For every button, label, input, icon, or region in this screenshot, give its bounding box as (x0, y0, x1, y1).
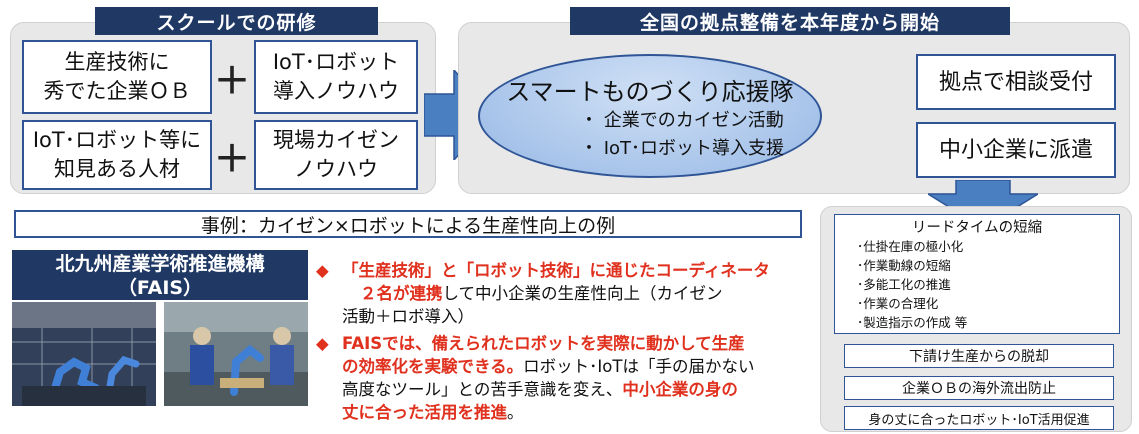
lead-item: ･作業の合理化 (857, 296, 939, 311)
bullet-2-red-text-4: 丈に合った活用を推進 (342, 403, 507, 422)
factory-photo-2 (164, 302, 308, 406)
smart-support-team-title: スマートものづくり応援隊 (506, 78, 794, 106)
result-subcontract-exit: 下請け生産からの脱却 (844, 344, 1114, 368)
bullet-1-text-2: 活動＋ロボ導入） (342, 307, 474, 326)
lead-item: ･仕掛在庫の極小化 (857, 239, 964, 254)
box-iot-talent: IoT･ロボット等に 知見ある人材 (22, 120, 212, 190)
factory-photo-1 (12, 302, 156, 406)
plus-sign-2: ＋ (214, 139, 251, 180)
box-kaizen-knowhow: 現場カイゼン ノウハウ (254, 120, 418, 190)
bullet-2-end: 。 (507, 403, 524, 422)
org-name: 北九州産業学術推進機構 （FAIS） (12, 250, 308, 300)
bullet-2-red-text: FAISでは、備えられたロボットを実際に動かして生産 (342, 334, 745, 353)
network-header: 全国の拠点整備を本年度から開始 (570, 7, 1010, 35)
lead-item: ･製造指示の作成 等 (857, 315, 968, 330)
result-ob-retention: 企業ＯＢの海外流出防止 (844, 376, 1114, 400)
bullet-2-red-text-3: 中小企業の身の (622, 380, 738, 399)
smart-support-team-ellipse (478, 54, 822, 178)
example-banner: 事例：カイゼン×ロボットによる生産性向上の例 (14, 210, 802, 238)
lead-time-title: リードタイムの短縮 (911, 220, 1043, 236)
bullet-2-text: ロボット･IoTは「手の届かない (523, 357, 755, 376)
box-dispatch: 中小企業に派遣 (916, 122, 1116, 178)
bullet-item-1: ◆ 「生産技術」と「ロボット技術」に通じたコーディネータ ２名が連携して中小企業… (316, 259, 810, 328)
ellipse-item-kaizen: ・ 企業でのカイゼン活動 (580, 110, 784, 131)
bullet-1-red-text: 「生産技術」と「ロボット技術」に通じたコーディネータ (342, 261, 770, 280)
lead-item: ･作業動線の短縮 (857, 258, 951, 273)
bullet-marker-2: ◆ (316, 334, 329, 353)
lead-item: ･多能工化の推進 (857, 277, 951, 292)
plus-sign-1: ＋ (214, 61, 251, 102)
box-iot-robot-knowhow: IoT･ロボット 導入ノウハウ (254, 40, 418, 114)
bullet-2-text-2: 高度なツール」との苦手意識を変え、 (342, 380, 623, 399)
box-consultation: 拠点で相談受付 (916, 54, 1116, 110)
bullet-2-red-text-2: の効率化を実験できる。 (342, 357, 524, 376)
box-production-ob: 生産技術に 秀でた企業ＯＢ (22, 40, 212, 114)
school-header: スクールでの研修 (95, 7, 378, 35)
result-robot-iot-promotion: 身の丈に合ったロボット･IoT活用促進 (844, 406, 1114, 430)
bullet-item-2: ◆ FAISでは、備えられたロボットを実際に動かして生産 の効率化を実験できる。… (316, 332, 810, 424)
bullet-1-red-text-2: ２名が連携 (360, 284, 443, 303)
bullet-1-text: して中小企業の生産性向上（カイゼン (442, 284, 723, 303)
ellipse-item-iot: ・ IoT･ロボット導入支援 (580, 138, 785, 159)
bullet-marker-1: ◆ (316, 261, 329, 280)
lead-time-box: リードタイムの短縮 ･仕掛在庫の極小化 ･作業動線の短縮 ･多能工化の推進 ･作… (834, 214, 1120, 334)
